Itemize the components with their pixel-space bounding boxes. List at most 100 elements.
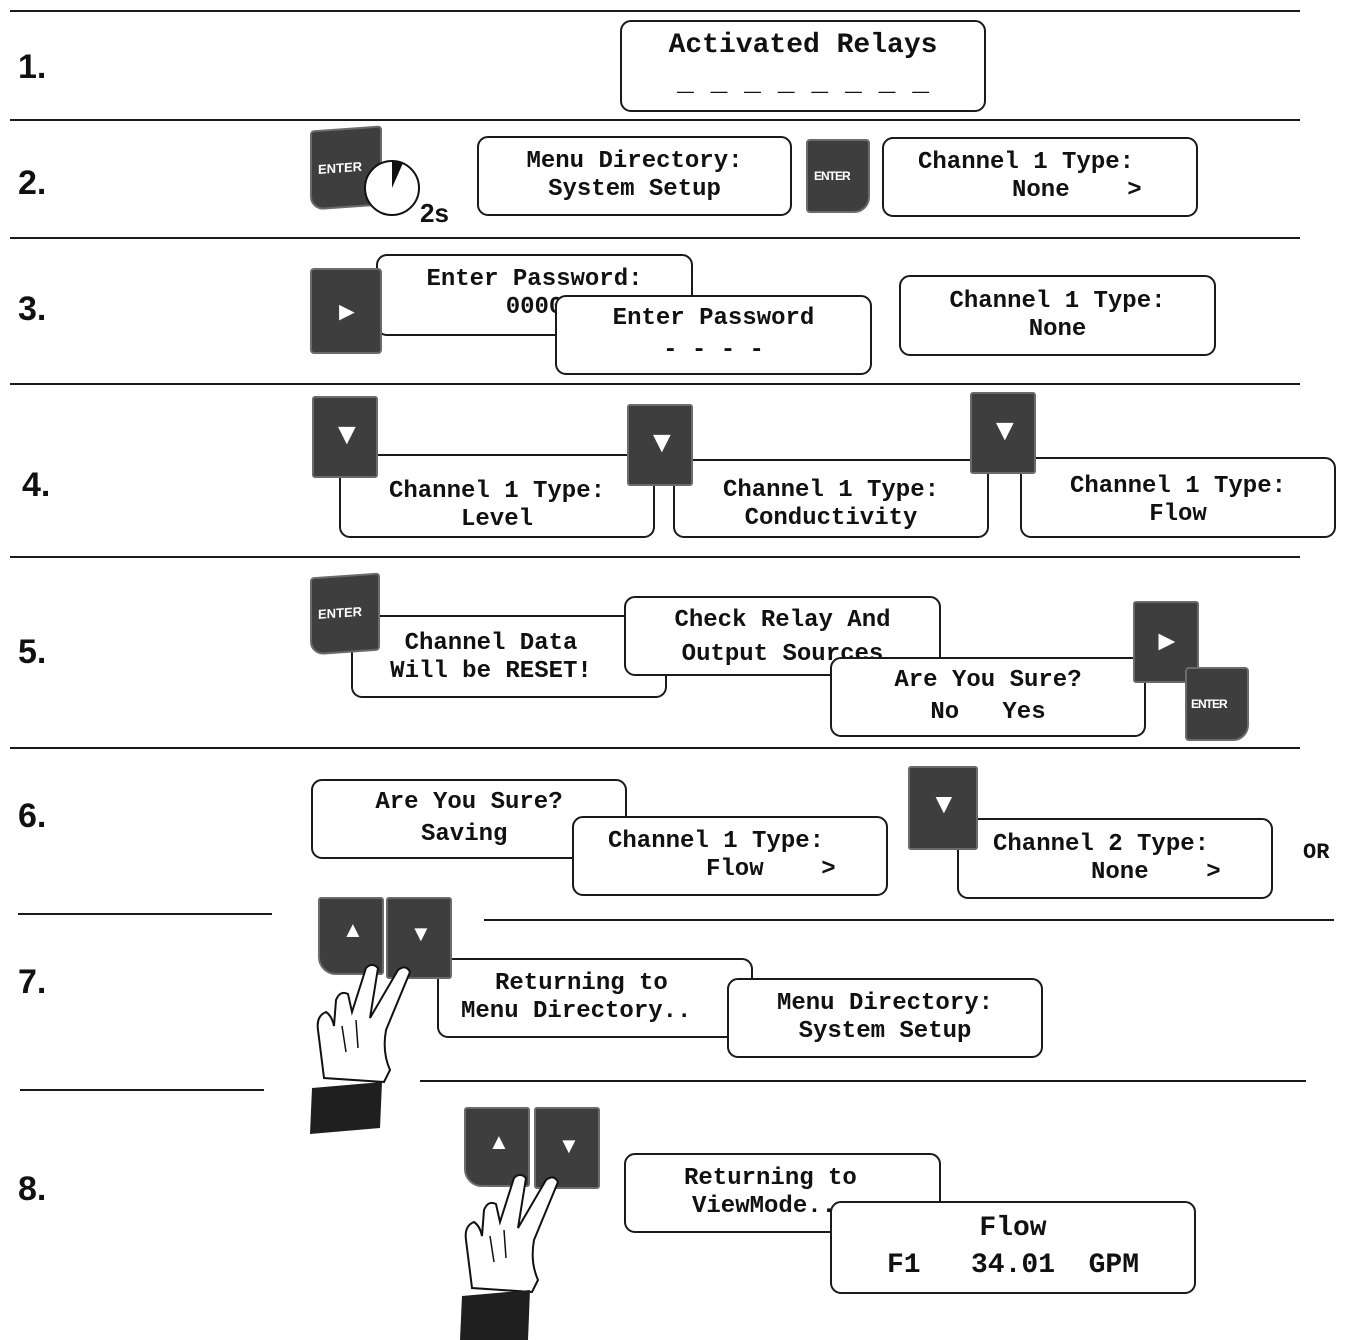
up-arrow-key[interactable]: ▲ [464,1107,530,1187]
lcd-line-2: System Setup [798,1018,972,1045]
lcd-line-2: F1 34.01 GPM [886,1249,1140,1281]
step-number-5: 5. [18,633,47,671]
up-arrow-icon: ▲ [488,1129,510,1154]
down-arrow-key[interactable]: ▼ [970,392,1036,474]
down-arrow-icon: ▼ [647,426,677,459]
step-number-2: 2. [18,164,47,202]
lcd-line-1: Activated Relays [668,30,938,61]
lcd-top-border [692,459,970,461]
lcd-line-1: Channel 1 Type: [949,287,1166,315]
lcd-line-1: Enter Password: [426,266,643,293]
lcd-are-you-sure: Are You Sure? No Yes [830,657,1146,737]
down-arrow-icon: ▼ [332,418,362,451]
enter-key[interactable]: ENTER [1185,667,1249,741]
lcd-line-2: Saving [421,820,508,848]
lcd-line-2: - - - - [663,337,764,364]
lcd-line-2: Conductivity [744,505,918,532]
lcd-line-1: Check Relay And [674,607,891,634]
lcd-line-1: Flow [979,1213,1047,1245]
lcd-line-1: Channel 2 Type: [993,830,1210,858]
lcd-line-1: Returning to [684,1165,857,1192]
separator [10,747,1300,749]
lcd-line-1: Channel 1 Type: [918,149,1135,177]
lcd-top-border [378,454,628,456]
lcd-line-1: Channel Data [404,630,578,658]
down-arrow-key[interactable]: ▼ [534,1107,600,1189]
down-arrow-key[interactable]: ▼ [627,404,693,486]
lcd-line-1: Menu Directory: [776,990,994,1018]
lcd-line-2: Flow > [706,856,836,883]
lcd-line-2: System Setup [548,176,721,203]
lcd-flow-view: Flow F1 34.01 GPM [830,1201,1196,1294]
step-number-6: 6. [18,797,47,835]
lcd-line-2: No Yes [930,699,1046,726]
step-number-7: 7. [18,963,47,1001]
lcd-line-1: Channel 1 Type: [608,828,825,856]
lcd-activated-relays: Activated Relays _ _ _ _ _ _ _ _ [620,20,986,112]
or-label: OR [1303,840,1330,865]
down-arrow-icon: ▼ [930,788,958,819]
down-arrow-key[interactable]: ▼ [908,766,978,850]
hand-pressing-icon [460,1174,560,1340]
separator [10,10,1300,12]
lcd-line-1: Are You Sure? [894,667,1082,695]
enter-key-label: ENTER [814,169,851,183]
lcd-channel-1-type-conductivity: Channel 1 Type: Conductivity [673,460,989,538]
lcd-line-1: Enter Password [612,305,815,333]
separator [20,1089,264,1091]
up-arrow-key[interactable]: ▲ [318,897,384,975]
separator [10,383,1300,385]
lcd-channel-1-type: Channel 1 Type: None > [882,137,1198,217]
lcd-returning-menu-directory: Returning to Menu Directory.. [437,958,753,1038]
separator [484,919,1334,921]
lcd-check-relay: Check Relay And Output Sources [624,596,941,676]
lcd-line-2: _ _ _ _ _ _ _ _ [676,68,930,100]
right-arrow-icon: ► [334,296,360,326]
up-arrow-icon: ▲ [342,917,364,942]
lcd-line-1: Menu Directory: [526,148,743,176]
enter-key[interactable]: ENTER [310,572,380,656]
lcd-returning-viewmode: Returning to ViewMode.. [624,1153,941,1233]
lcd-channel-1-type-flow: Channel 1 Type: Flow > [572,816,888,896]
lcd-channel-1-type-flow: Channel 1 Type: Flow [1020,457,1336,538]
separator [420,1080,1306,1082]
step-number-3: 3. [18,290,47,328]
right-arrow-key[interactable]: ► [1133,601,1199,683]
lcd-line-2: Output Sources [681,640,884,668]
lcd-channel-2-type: Channel 2 Type: None > [957,818,1273,899]
separator [10,119,1300,121]
step-number-8: 8. [18,1170,47,1208]
lcd-line-2: Level [460,505,533,533]
down-arrow-key[interactable]: ▼ [312,396,378,478]
lcd-menu-directory: Menu Directory: System Setup [727,978,1043,1058]
lcd-enter-password: Enter Password - - - - [555,295,872,375]
down-arrow-key[interactable]: ▼ [386,897,452,979]
lcd-channel-1-type-level: Channel 1 Type: Level [339,455,655,538]
lcd-line-2: None > [1012,177,1142,204]
lcd-line-2: Will be RESET! [390,658,592,685]
lcd-line-1: Channel 1 Type: [388,477,606,505]
lcd-line-2: None [1028,315,1087,343]
lcd-line-1: Returning to [495,970,668,997]
right-arrow-key[interactable]: ► [310,268,382,354]
enter-key-label: ENTER [318,603,363,622]
separator [10,237,1300,239]
lcd-line-1: Channel 1 Type: [1069,472,1287,500]
down-arrow-icon: ▼ [990,414,1020,447]
hold-timer-icon [364,160,420,216]
lcd-line-2: Flow [1149,500,1207,528]
enter-key[interactable]: ENTER [806,139,870,213]
lcd-line-2: Menu Directory.. [461,997,692,1025]
step-number-1: 1. [18,48,47,86]
lcd-line-1: Are You Sure? [375,789,563,816]
down-arrow-icon: ▼ [410,921,432,946]
step-number-4: 4. [22,466,51,504]
lcd-top-border [376,615,626,617]
lcd-channel-data-reset: Channel Data Will be RESET! [351,616,667,698]
hand-pressing-icon [310,964,412,1134]
lcd-line-2: 0000 [505,293,564,321]
lcd-channel-1-type: Channel 1 Type: None [899,275,1216,356]
hold-time-label: 2s [420,198,449,228]
lcd-line-1: Channel 1 Type: [722,477,940,505]
down-arrow-icon: ▼ [558,1133,580,1158]
